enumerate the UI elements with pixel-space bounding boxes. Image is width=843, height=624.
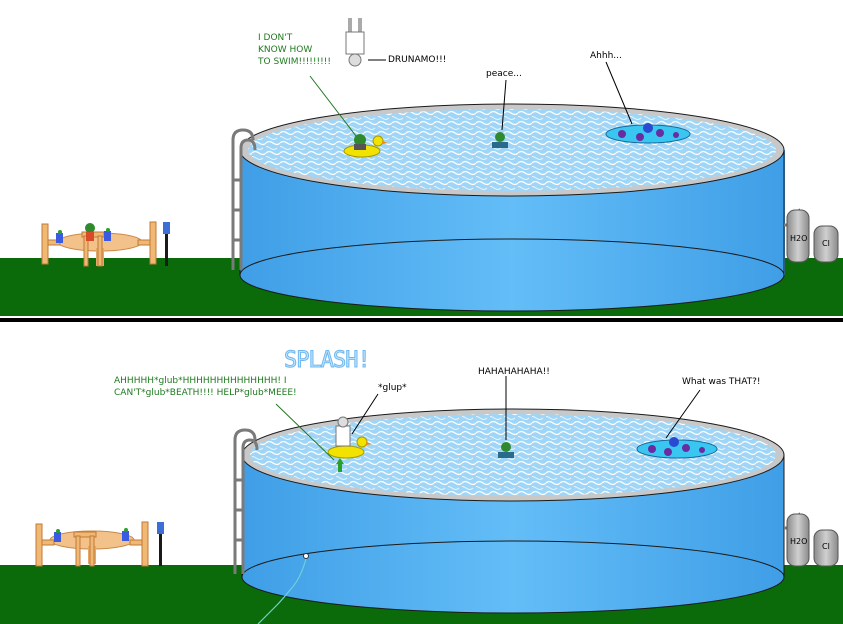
- duck-float: [327, 416, 372, 459]
- speech-diver: DRUNAMO!!!: [388, 55, 447, 65]
- pool-ladder: [233, 428, 259, 574]
- drink-glass: [54, 528, 129, 542]
- speech-pointer-black: [351, 376, 701, 440]
- speech-middle: peace...: [486, 69, 522, 79]
- tiki-torch: [157, 522, 164, 566]
- panel-1: [0, 18, 843, 322]
- air-mattress: [605, 123, 691, 144]
- above-ground-pool: [241, 408, 785, 614]
- tank-label-water: H2O: [790, 234, 808, 243]
- person-at-table: [85, 223, 95, 241]
- speech-float: What was THAT?!: [682, 377, 761, 387]
- speech-drowning: AHHHHH*glub*HHHHHHHHHHHHHH! I CAN'T*glub…: [114, 376, 297, 398]
- speech-float: Ahhh...: [590, 51, 622, 61]
- air-mattress: [636, 437, 718, 459]
- sound-effect-splash: SPLASH!: [284, 348, 372, 374]
- speech-drowning: I DON'T KNOW HOW TO SWIM!!!!!!!!!: [258, 33, 331, 67]
- pool-ladder: [231, 128, 257, 270]
- speech-middle: HAHAHAHAHA!!: [478, 367, 550, 377]
- fishing-line: [257, 553, 309, 624]
- diver-falling: [345, 18, 365, 67]
- pool-filter: [784, 208, 839, 263]
- drowning-person: [336, 458, 344, 472]
- pool-water: [248, 109, 776, 191]
- drink-glass: [56, 228, 111, 243]
- speech-pointer: [309, 75, 357, 137]
- tank-label-chlorine: Cl: [822, 542, 830, 551]
- patio-table: [35, 521, 149, 567]
- tiki-torch: [163, 222, 170, 266]
- above-ground-pool: [239, 103, 785, 312]
- person-floating-middle: [492, 132, 508, 148]
- tank-label-chlorine: Cl: [822, 239, 830, 248]
- duck-float: [343, 134, 388, 158]
- speech-pointer-black: [368, 59, 633, 131]
- speech-pointer: [275, 403, 335, 461]
- pool-filter: [784, 512, 839, 567]
- speech-diver: *glup*: [378, 383, 407, 393]
- patio-table: [41, 221, 157, 267]
- person-floating-middle: [498, 442, 514, 458]
- tank-label-water: H2O: [790, 537, 808, 546]
- panel-2: [0, 376, 843, 624]
